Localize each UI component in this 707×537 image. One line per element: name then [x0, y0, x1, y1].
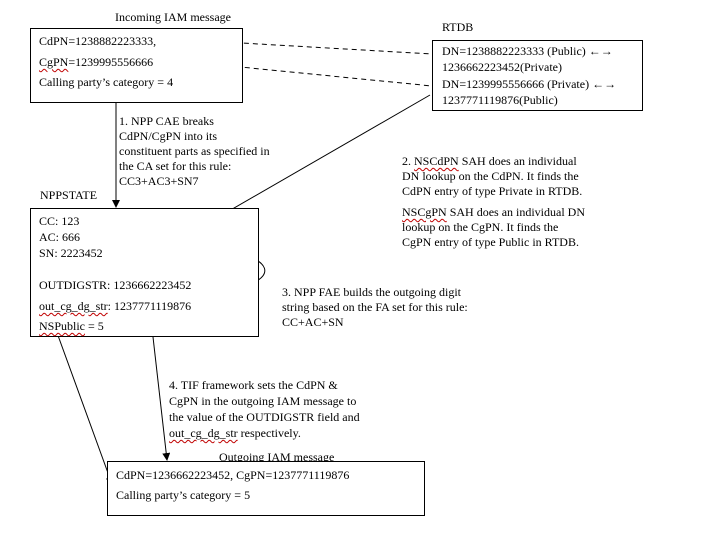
nspublic-to-outgoing-arrow	[55, 329, 114, 485]
nppstate-outdigstr: OUTDIGSTR: 1236662223452	[39, 278, 192, 292]
step1-line5: CC3+AC3+SN7	[119, 174, 199, 188]
rtdb-box: DN=1238882223333 (Public) ←→ 12366622234…	[432, 40, 643, 111]
step4-arrow	[152, 336, 171, 461]
step1-line4: the CA set for this rule:	[119, 159, 232, 173]
step3-line3: CC+AC+SN	[282, 315, 344, 329]
nppstate-title: NPPSTATE	[40, 188, 98, 202]
nppstate-out-cg-dg-str: out_cg_dg_str: 1237771119876	[39, 299, 191, 314]
step2-line2: DN lookup on the CdPN. It finds the	[402, 169, 579, 183]
incoming-cgpn-value: =1239995556666	[68, 55, 154, 69]
nppstate-sn: SN: 2223452	[39, 246, 103, 260]
nppstate-nspublic: NSPublic = 5	[39, 319, 104, 334]
out-cg-dg-str-value: : 1237771119876	[107, 299, 192, 313]
incoming-iam-title: Incoming IAM message	[115, 10, 231, 24]
rtdb-entry-2-mapping: 1237771119876(Public)	[442, 93, 558, 107]
nppstate-cc: CC: 123	[39, 214, 80, 228]
out-cg-dg-str-label: out_cg_dg_str	[39, 299, 108, 313]
rtdb-entry-1: DN=1238882223333 (Public) ←→	[442, 44, 613, 58]
step3-line1: 3. NPP FAE builds the outgoing digit	[282, 285, 462, 299]
out-cg-dg-str-ref: out_cg_dg_str	[169, 426, 238, 440]
incoming-cgpn: CgPN=1239995556666	[39, 55, 153, 70]
step1-line3: constituent parts as specified in	[119, 144, 270, 158]
step2-line1-rest: SAH does an individual	[458, 154, 577, 168]
step2-line1: 2. NSCdPN SAH does an individual	[402, 154, 577, 169]
step4-line1: 4. TIF framework sets the CdPN &	[169, 378, 338, 392]
step2-line4-rest: SAH does an individual DN	[446, 205, 586, 219]
step2-line3: CdPN entry of type Private in RTDB.	[402, 184, 583, 198]
outgoing-category: Calling party’s category = 5	[116, 488, 251, 502]
step1-line1: 1. NPP CAE breaks	[119, 114, 214, 128]
rtdb-entry-2: DN=1239995556666 (Private) ←→	[442, 77, 617, 91]
nspublic-label: NSPublic	[39, 319, 86, 333]
nppstate-box: CC: 123 AC: 666 SN: 2223452 OUTDIGSTR: 1…	[30, 208, 259, 337]
cdpn-lookup-dashed-line	[171, 38, 433, 55]
step1-line2: CdPN/CgPN into its	[119, 129, 218, 143]
outgoing-cdpn-cgpn: CdPN=1236662223452, CgPN=1237771119876	[116, 468, 350, 482]
rtdb-title: RTDB	[442, 20, 474, 34]
step2-number: 2.	[402, 154, 414, 168]
incoming-cdpn: CdPN=1238882223333,	[39, 34, 157, 48]
step4-line2: CgPN in the outgoing IAM message to	[169, 394, 357, 408]
step2-line5: lookup on the CgPN. It finds the	[402, 220, 559, 234]
outgoing-iam-title: Outgoing IAM message	[219, 450, 335, 464]
outgoing-iam-box: CdPN=1236662223452, CgPN=1237771119876 C…	[107, 461, 425, 516]
incoming-category: Calling party’s category = 4	[39, 75, 174, 89]
step2-line4: NSCgPN SAH does an individual DN	[402, 205, 585, 220]
incoming-iam-box: CdPN=1238882223333, CgPN=1239995556666 C…	[30, 28, 243, 103]
rtdb-entry-1-mapping: 1236662223452(Private)	[442, 60, 562, 74]
incoming-cgpn-label: CgPN	[39, 55, 69, 69]
nppstate-ac: AC: 666	[39, 230, 81, 244]
nscgpn-label: NSCgPN	[402, 205, 447, 219]
step4-line4: out_cg_dg_str respectively.	[169, 426, 301, 441]
step3-line2: string based on the FA set for this rule…	[282, 300, 468, 314]
nscdpn-label: NSCdPN	[414, 154, 459, 168]
step4-line3: the value of the OUTDIGSTR field and	[169, 410, 360, 424]
step4-line4-rest: respectively.	[237, 426, 301, 440]
nspublic-value: = 5	[85, 319, 104, 333]
step2-line6: CgPN entry of type Public in RTDB.	[402, 235, 579, 249]
